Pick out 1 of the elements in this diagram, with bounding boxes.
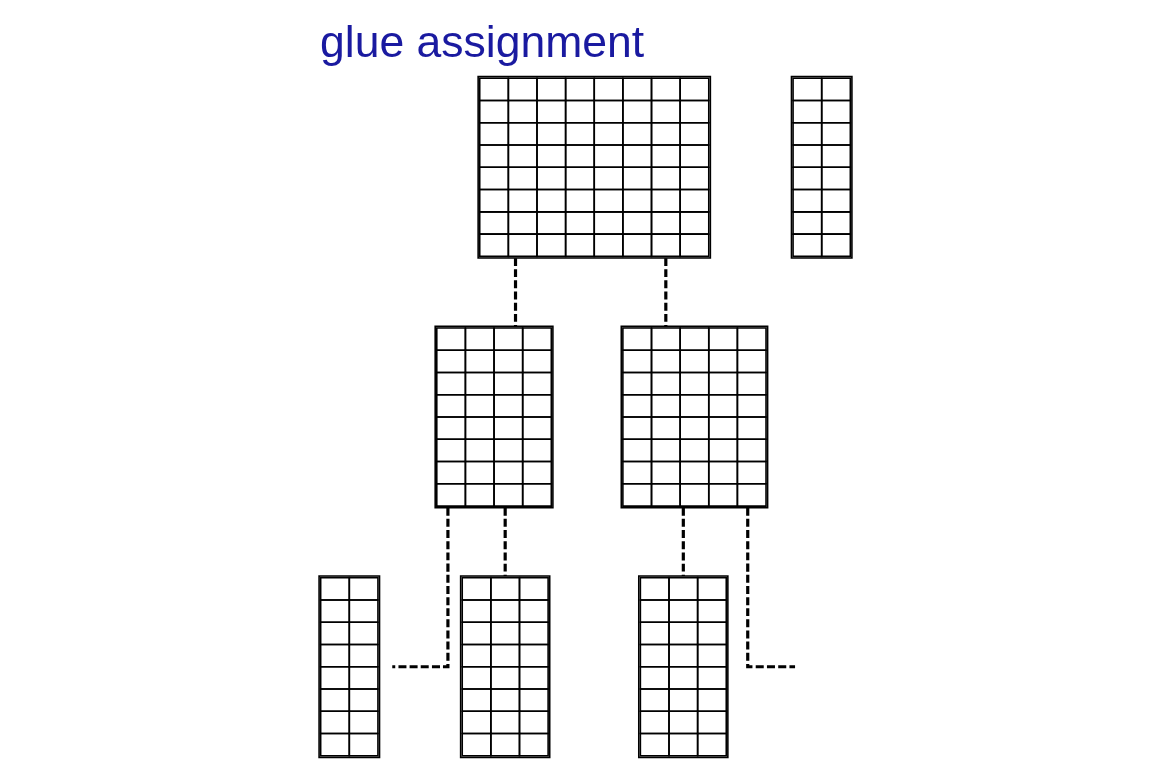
diagram-title: glue assignment [319, 16, 644, 66]
